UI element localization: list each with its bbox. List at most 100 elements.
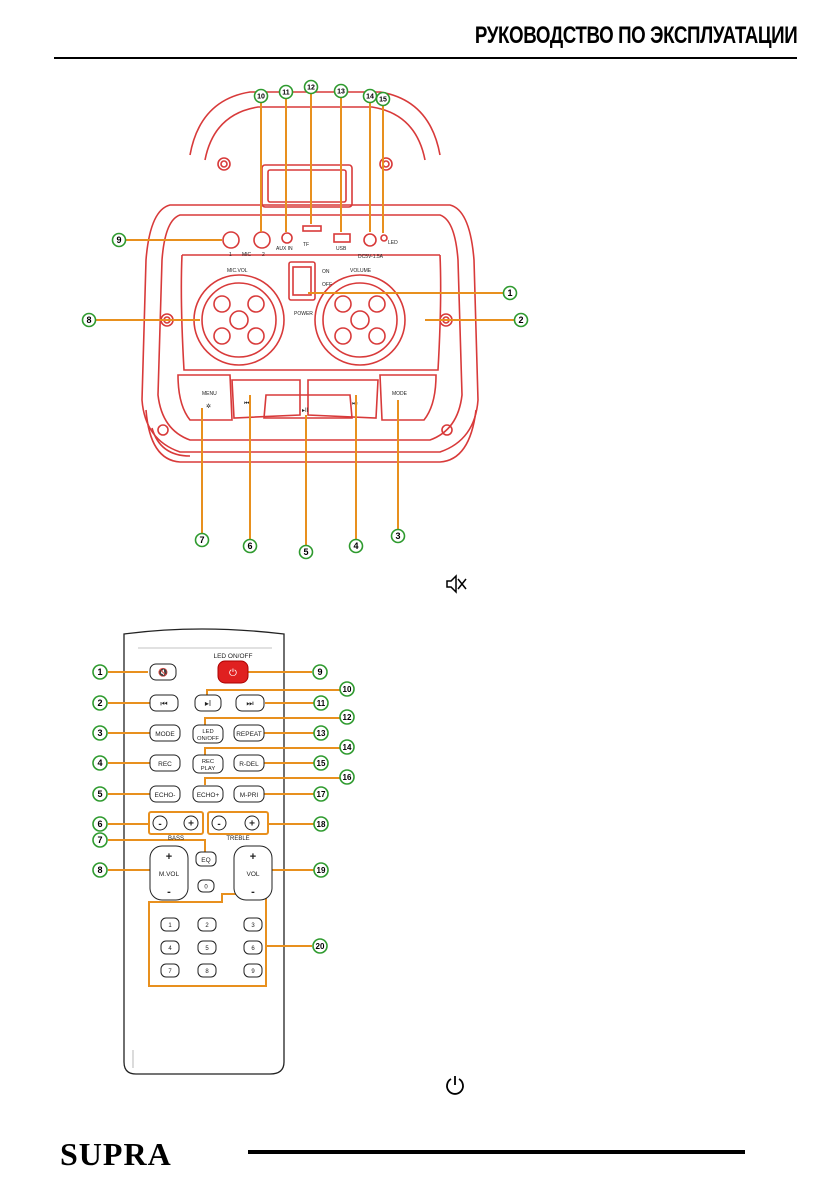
play-pause-icon: ▸II — [302, 408, 309, 414]
svg-text:4: 4 — [97, 758, 102, 768]
prev-track-icon: ⏮ — [160, 699, 167, 708]
svg-text:7: 7 — [199, 535, 204, 545]
callout-8: 8 — [81, 312, 97, 328]
led-indicator — [380, 234, 388, 242]
callout-2: 2 — [513, 312, 529, 328]
brand-logo: SUPRA — [60, 1136, 172, 1172]
svg-text:7: 7 — [97, 835, 102, 845]
next-track-icon: ⏭ — [246, 699, 253, 708]
echo-plus-button[interactable] — [192, 785, 224, 803]
digit-button-2[interactable] — [197, 917, 217, 932]
svg-text:13: 13 — [317, 729, 326, 738]
mic1-jack — [222, 231, 240, 249]
digit-button-3[interactable] — [243, 917, 263, 932]
svg-text:8: 8 — [97, 865, 102, 875]
label-digit-8: 8 — [205, 969, 209, 975]
header-rule — [54, 57, 797, 59]
svg-text:2: 2 — [97, 698, 102, 708]
bass-minus-button[interactable] — [152, 815, 168, 831]
svg-text:11: 11 — [317, 699, 326, 708]
label-mic2: 2 — [262, 252, 265, 258]
callout-11: 11 — [278, 84, 294, 100]
svg-text:5: 5 — [303, 547, 308, 557]
digit-button-1[interactable] — [160, 917, 180, 932]
prev-track-button[interactable] — [149, 694, 179, 712]
label-digit-2: 2 — [205, 923, 209, 929]
digit-button-9[interactable] — [243, 963, 263, 978]
remote-callout-11: 11 — [313, 695, 329, 711]
label-echo-plus: ECHO+ — [197, 792, 220, 799]
bass-plus-button[interactable] — [183, 815, 199, 831]
repeat-button[interactable] — [233, 724, 265, 742]
menu-button — [177, 374, 233, 421]
digit-button-5[interactable] — [197, 940, 217, 955]
svg-text:2: 2 — [518, 315, 523, 325]
label-echo-minus: ECHO- — [155, 792, 176, 799]
label-mic-vol: MIC.VOL — [227, 268, 248, 274]
label-m-vol-minus: - — [167, 886, 171, 898]
svg-text:14: 14 — [343, 743, 352, 752]
tf-slot — [302, 225, 322, 232]
digit-button-8[interactable] — [197, 963, 217, 978]
digit-button-7[interactable] — [160, 963, 180, 978]
m-pri-button[interactable] — [233, 785, 265, 803]
svg-text:5: 5 — [97, 789, 102, 799]
digit-button-0[interactable] — [197, 879, 215, 893]
callout-1: 1 — [502, 285, 518, 301]
remote-callout-6: 6 — [92, 816, 108, 832]
mode-button[interactable] — [149, 724, 181, 742]
label-led: LED — [388, 240, 398, 246]
next-button — [307, 379, 379, 419]
remote-callout-9: 9 — [312, 664, 328, 680]
rec-button[interactable] — [149, 754, 181, 772]
label-volume: VOLUME — [350, 268, 372, 274]
led-power-button[interactable] — [217, 660, 249, 684]
remote-callout-10: 10 — [339, 681, 355, 697]
label-led-on-off-top: LED ON/OFF — [213, 653, 252, 660]
power-icon: ⏻ — [229, 668, 237, 679]
dc-jack — [363, 233, 377, 247]
treble-minus-button[interactable] — [211, 815, 227, 831]
svg-text:12: 12 — [307, 85, 315, 92]
svg-text:3: 3 — [97, 728, 102, 738]
mute-button[interactable] — [149, 663, 177, 681]
label-repeat: REPEAT — [236, 731, 262, 738]
label-off: OFF — [322, 282, 332, 288]
eq-button[interactable] — [195, 851, 217, 867]
digit-button-6[interactable] — [243, 940, 263, 955]
label-eq: EQ — [201, 857, 210, 864]
svg-text:14: 14 — [366, 94, 374, 101]
label-tf: TF — [303, 242, 309, 248]
remote-callout-19: 19 — [313, 862, 329, 878]
next-track-button[interactable] — [235, 694, 265, 712]
treble-plus-button[interactable] — [244, 815, 260, 831]
r-del-button[interactable] — [233, 754, 265, 772]
label-m-pri: M-PRI — [240, 792, 259, 799]
label-vol-minus: - — [251, 886, 255, 898]
label-aux: AUX IN — [276, 246, 293, 252]
label-usb: USB — [336, 246, 347, 252]
echo-minus-button[interactable] — [149, 785, 181, 803]
label-mode: MODE — [155, 731, 175, 738]
label-led-line1: LED — [202, 729, 213, 735]
rec-play-button[interactable] — [192, 754, 224, 774]
callout-3: 3 — [390, 528, 406, 544]
svg-text:15: 15 — [317, 759, 326, 768]
play-button — [263, 394, 353, 419]
led-on-off-button[interactable] — [192, 724, 224, 744]
label-digit-5: 5 — [205, 946, 209, 952]
m-vol-rocker[interactable] — [149, 845, 189, 901]
prev-button — [231, 379, 301, 419]
remote-callout-18: 18 — [313, 816, 329, 832]
vol-rocker[interactable] — [233, 845, 273, 901]
play-pause-button[interactable] — [194, 694, 222, 712]
svg-text:10: 10 — [257, 94, 265, 101]
svg-text:10: 10 — [343, 685, 352, 694]
svg-text:9: 9 — [317, 667, 322, 677]
label-m-vol: M.VOL — [159, 871, 180, 878]
digit-button-4[interactable] — [160, 940, 180, 955]
callout-15: 15 — [375, 91, 391, 107]
label-mode: MODE — [392, 391, 408, 397]
svg-text:9: 9 — [116, 235, 121, 245]
speaker-diagram: 1 MIC 2 AUX IN TF USB DC5V-1.5A LED MIC.… — [95, 91, 515, 545]
